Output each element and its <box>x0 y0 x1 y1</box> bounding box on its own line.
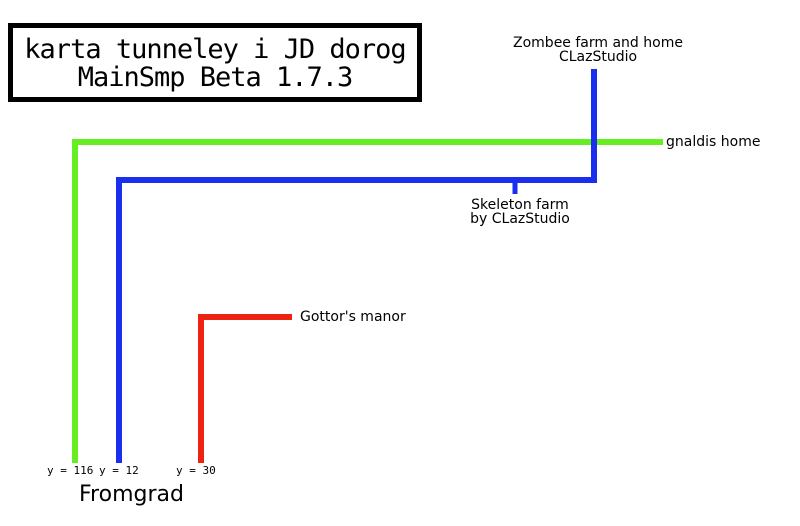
red-depth-label: y = 30 <box>176 464 216 477</box>
gnaldis-home-label: gnaldis home <box>666 134 761 150</box>
gottor-manor-label: Gottor's manor <box>300 309 406 325</box>
skeleton-farm-name: Skeleton farm <box>471 197 569 213</box>
zombee-farm-label: Zombee farm and home CLazStudio <box>478 36 718 64</box>
fromgrad-label: Fromgrad <box>79 482 184 507</box>
blue-depth-label: y = 12 <box>99 464 139 477</box>
skeleton-farm-label: Skeleton farm by CLazStudio <box>440 198 600 226</box>
zombee-farm-name: Zombee farm and home <box>513 35 683 51</box>
map-title-box: karta tunneley i JD dorog MainSmp Beta 1… <box>8 23 422 102</box>
skeleton-farm-owner: by CLazStudio <box>470 211 570 227</box>
green-depth-label: y = 116 <box>47 464 94 477</box>
map-subtitle: MainSmp Beta 1.7.3 <box>77 62 354 93</box>
green-tunnel-line <box>72 139 663 463</box>
blue-tunnel-line <box>116 69 597 463</box>
map-title: karta tunneley i JD dorog <box>24 34 406 65</box>
red-tunnel-line <box>198 314 292 463</box>
zombee-farm-owner: CLazStudio <box>558 49 638 65</box>
